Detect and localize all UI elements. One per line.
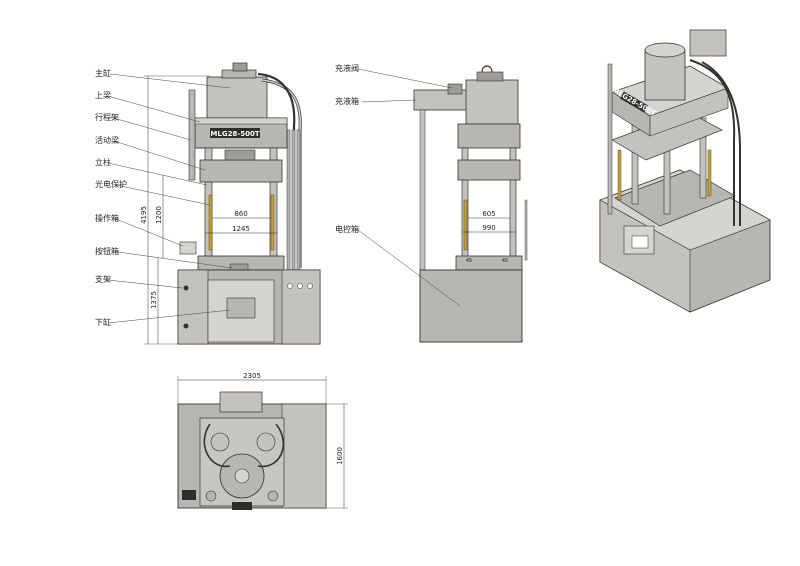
side-mark-left: 45 — [466, 258, 472, 264]
label-support: 支架 — [95, 274, 111, 284]
label-main-cylinder: 主缸 — [95, 68, 111, 78]
label-lower-cylinder: 下缸 — [95, 317, 111, 327]
dim-height-mid: 1200 — [155, 206, 163, 224]
side-view: 45 45 605 990 充液阀 充液箱 电控箱 — [335, 63, 528, 343]
label-column: 立柱 — [95, 157, 111, 167]
label-prefill-valve: 充液阀 — [335, 63, 359, 73]
label-upper-beam: 上梁 — [95, 91, 111, 100]
top-view: 2305 1600 — [177, 372, 348, 510]
label-light-curtain: 光电保护 — [95, 179, 127, 189]
label-stroke-frame: 行程架 — [95, 112, 119, 122]
dim-height-total: 4195 — [140, 206, 148, 224]
front-view: MLG28-500T 4195 1200 — [95, 62, 321, 345]
label-moving-beam: 活动梁 — [95, 135, 119, 145]
label-electric-cabinet: 电控箱 — [335, 224, 359, 234]
label-button-box: 按钮箱 — [95, 246, 119, 256]
side-dim-inner: 605 — [482, 210, 495, 218]
top-dim-depth: 1600 — [336, 447, 344, 465]
dim-height-base: 1375 — [150, 291, 158, 309]
top-dim-width: 2305 — [243, 372, 261, 380]
dim-width-outer: 1245 — [232, 225, 250, 233]
dim-width-inner: 860 — [234, 210, 247, 218]
side-dim-outer: 990 — [482, 224, 495, 232]
front-plate-text: MLG28-500T — [210, 130, 259, 138]
side-mark-right: 45 — [502, 258, 508, 264]
label-operation-box: 操作箱 — [95, 213, 119, 223]
iso-view: MLG28-500T — [599, 29, 771, 313]
label-filling-tank: 充液箱 — [335, 96, 359, 106]
